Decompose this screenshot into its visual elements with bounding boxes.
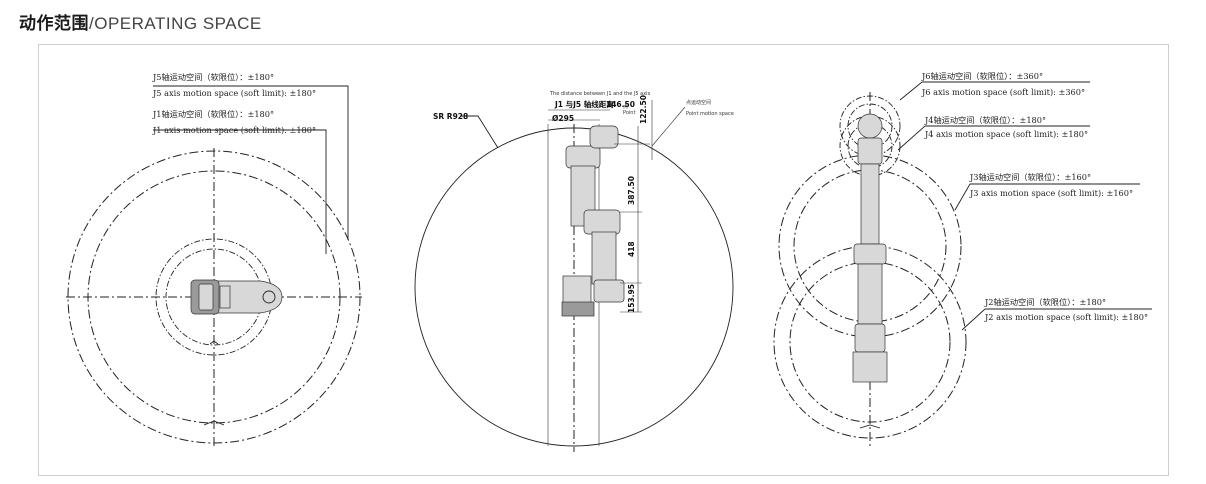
j5-label-en: J5 axis motion space (soft limit): ±180° (152, 88, 316, 98)
drawing-frame (38, 44, 1169, 476)
j6-label-zh: J6轴运动空间（软限位）：±360° (921, 71, 1043, 81)
j2-leader-line (961, 308, 986, 331)
dimension-153: 153.95 (627, 284, 636, 313)
robot-side-view (561, 125, 625, 317)
j1-label-en: J1 axis motion space (soft limit): ±180° (152, 125, 316, 135)
robot-j2-side (565, 145, 601, 169)
robot-forearm-side (591, 231, 617, 285)
j2-label-zh: J2轴运动空间（软限位）：±180° (984, 297, 1106, 307)
j3-label-zh: J3轴运动空间（软限位）：±160° (969, 172, 1091, 182)
j1-j5-label: J1 与J5 轴线距离 (554, 99, 614, 109)
dimension-387: 387.50 (627, 176, 636, 205)
robot-base-front (852, 351, 888, 383)
robot-tool-top (262, 290, 276, 304)
robot-top-view (190, 279, 283, 315)
robot-upper-arm-front (857, 263, 883, 325)
sr-label: SR R928 (433, 112, 468, 121)
robot-wrist-side (593, 279, 625, 303)
j3-label-en: J3 axis motion space (soft limit): ±160° (969, 188, 1133, 198)
point-small-zh: 点 (623, 104, 628, 110)
j1-rotation-marker-bottom (203, 420, 225, 426)
dimension-122: 122.50 (639, 95, 648, 124)
sr-leader-line (460, 115, 499, 149)
point-small-en: Point (623, 110, 635, 116)
left-top-view: J5轴运动空间（软限位）：±180° J5 axis motion space … (66, 72, 362, 446)
page-title: 动作范围/OPERATING SPACE (19, 9, 262, 34)
robot-shoulder-front (854, 323, 886, 353)
robot-base-side (561, 301, 595, 317)
j1-label-zh: J1轴运动空间（软限位）：±180° (152, 109, 274, 119)
j3-leader-line (954, 183, 971, 211)
point-motion-leader (651, 106, 686, 147)
title-separator: / (89, 14, 95, 33)
j2-rotation-marker (859, 424, 881, 429)
diameter-label: Ø295 (552, 114, 574, 123)
j6-leader-line (899, 81, 923, 101)
j1-j5-value: 146.50 (606, 100, 635, 109)
j1-j5-caption: The distance between J1 and the J5 axis (549, 91, 651, 97)
right-front-view: J6轴运动空间（软限位）：±360° J6 axis motion space … (773, 71, 1152, 448)
j5-label-zh: J5轴运动空间（软限位）：±180° (152, 72, 274, 82)
robot-elbow-front (853, 243, 887, 265)
middle-side-view: 122.50 387.50 418 153.95 The distance be… (414, 91, 734, 452)
j4-label-zh: J4轴运动空间（软限位）：±180° (924, 115, 1046, 125)
j4-inner-circle (847, 123, 893, 169)
j5-rotation-marker-bottom (209, 340, 219, 345)
robot-shoulder-side (562, 275, 592, 305)
robot-tool-front (857, 113, 883, 139)
dimension-418: 418 (627, 241, 636, 257)
j6-label-en: J6 axis motion space (soft limit): ±360° (921, 87, 1085, 97)
point-motion-en: Point motion space (686, 111, 734, 117)
robot-elbow-side (583, 209, 621, 235)
robot-forearm-front (860, 163, 880, 245)
j4-label-en: J4 axis motion space (soft limit): ±180° (924, 129, 1088, 139)
j1-leader-line (153, 129, 327, 254)
title-chinese: 动作范围 (19, 14, 89, 34)
robot-joint-top (198, 283, 214, 311)
robot-tool-side (589, 125, 619, 149)
j6-inner-circle (847, 103, 893, 149)
robot-link-top (219, 285, 231, 309)
title-english: OPERATING SPACE (94, 14, 262, 33)
j4-leader-line (897, 125, 926, 151)
point-motion-zh: 点运动空间 (686, 99, 711, 106)
j2-outer-circle (773, 245, 967, 439)
robot-front-view (852, 113, 888, 383)
j2-label-en: J2 axis motion space (soft limit): ±180° (984, 312, 1148, 322)
robot-wrist-front (857, 137, 883, 165)
